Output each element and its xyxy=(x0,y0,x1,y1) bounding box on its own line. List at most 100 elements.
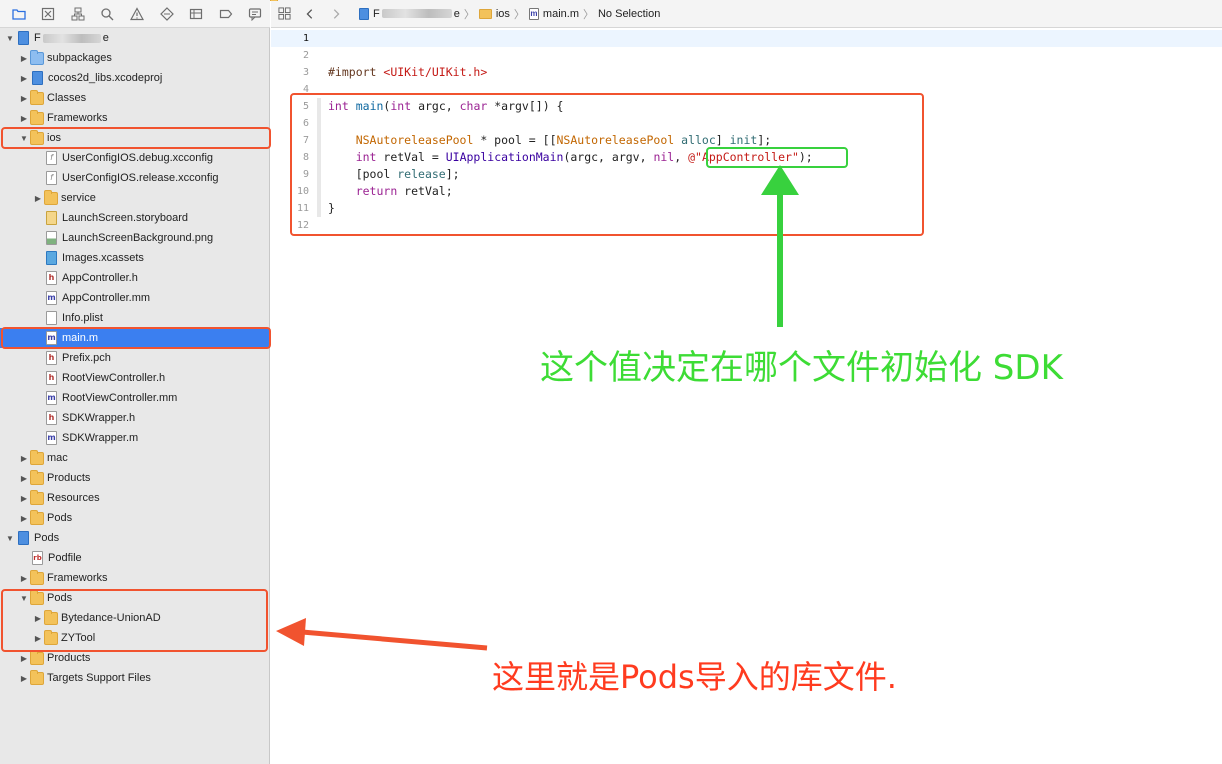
tree-row-label: Prefix.pch xyxy=(62,352,111,364)
code-line[interactable]: 2 xyxy=(271,47,1222,64)
disclosure-closed-icon[interactable]: ▶ xyxy=(20,453,28,463)
code-text: int main(int argc, char *argv[]) { xyxy=(328,99,564,113)
code-fold-ribbon[interactable] xyxy=(317,98,321,217)
jumpbar-selection[interactable]: No Selection xyxy=(597,7,661,20)
project-icon xyxy=(359,7,369,20)
folder-icon xyxy=(30,649,44,665)
tree-row-label: mac xyxy=(47,452,68,464)
diamond-icon[interactable] xyxy=(152,1,182,27)
code-line[interactable]: 12 xyxy=(271,217,1222,234)
tree-row[interactable]: ▶Frameworks xyxy=(0,568,270,588)
jumpbar-folder[interactable]: ios xyxy=(495,7,510,20)
tree-row[interactable]: ▶ZYTool xyxy=(0,628,270,648)
warning-icon[interactable] xyxy=(122,1,152,27)
disclosure-open-icon[interactable]: ▼ xyxy=(6,533,14,543)
chevron-right-icon: 〉 xyxy=(463,8,475,21)
disclosure-closed-icon[interactable]: ▶ xyxy=(20,653,28,663)
tree-row[interactable]: LaunchScreenBackground.png xyxy=(0,228,270,248)
tree-row[interactable]: ▶Bytedance-UnionAD xyxy=(0,608,270,628)
x-square-icon[interactable] xyxy=(34,1,64,27)
tree-row[interactable]: ▼ Pods xyxy=(0,528,270,548)
tree-row[interactable]: ▶service xyxy=(0,188,270,208)
disclosure-open-icon[interactable]: ▼ xyxy=(20,593,28,603)
related-items-icon[interactable] xyxy=(271,1,297,27)
search-icon[interactable] xyxy=(93,1,123,27)
tree-row[interactable]: Images.xcassets xyxy=(0,248,270,268)
tree-row-label: LaunchScreenBackground.png xyxy=(62,232,214,244)
tree-row[interactable]: ▶Pods xyxy=(0,508,270,528)
comment-icon[interactable] xyxy=(241,1,271,27)
disclosure-closed-icon[interactable]: ▶ xyxy=(20,513,28,523)
line-number: 8 xyxy=(302,152,309,163)
tree-row[interactable]: ▼Pods xyxy=(0,588,270,608)
code-line[interactable]: 1 xyxy=(271,30,1222,47)
tree-row[interactable]: ▶Classes xyxy=(0,88,270,108)
jumpbar-file[interactable]: main.m xyxy=(542,7,579,20)
tree-row[interactable]: ▼ios xyxy=(0,128,270,148)
disclosure-closed-icon[interactable]: ▶ xyxy=(20,113,28,123)
disclosure-closed-icon[interactable]: ▶ xyxy=(20,53,28,63)
source-file-icon: m xyxy=(46,391,57,405)
code-line[interactable]: 8 int retVal = UIApplicationMain(argc, a… xyxy=(271,149,1222,166)
disclosure-closed-icon[interactable]: ▶ xyxy=(20,73,28,83)
disclosure-spacer xyxy=(32,228,44,248)
label-icon[interactable] xyxy=(211,1,241,27)
code-line[interactable]: 10 return retVal; xyxy=(271,183,1222,200)
disclosure-spacer xyxy=(32,288,44,308)
code-line[interactable]: 9 [pool release]; xyxy=(271,166,1222,183)
disclosure-spacer xyxy=(32,248,44,268)
disclosure-closed-icon[interactable]: ▶ xyxy=(20,673,28,683)
code-line[interactable]: 6 xyxy=(271,115,1222,132)
folder-icon xyxy=(30,89,44,105)
forward-button[interactable] xyxy=(323,1,349,27)
tree-row[interactable]: ▶Frameworks xyxy=(0,108,270,128)
code-line[interactable]: 7 NSAutoreleasePool * pool = [[NSAutorel… xyxy=(271,132,1222,149)
hierarchy-icon[interactable] xyxy=(63,1,93,27)
folder-icon[interactable] xyxy=(4,1,34,27)
tree-row-label: Pods xyxy=(34,532,60,544)
tree-row[interactable]: ▶Products xyxy=(0,648,270,668)
tree-row[interactable]: ▶Resources xyxy=(0,488,270,508)
code-line[interactable]: 11} xyxy=(271,200,1222,217)
tree-row[interactable]: ▶Products xyxy=(0,468,270,488)
code-line[interactable]: 4 xyxy=(271,81,1222,98)
tree-row[interactable]: ▶subpackages xyxy=(0,48,270,68)
disclosure-closed-icon[interactable]: ▶ xyxy=(20,493,28,503)
disclosure-closed-icon[interactable]: ▶ xyxy=(20,93,28,103)
disclosure-closed-icon[interactable]: ▶ xyxy=(34,613,42,623)
back-button[interactable] xyxy=(297,1,323,27)
project-icon xyxy=(32,71,43,85)
folder-icon xyxy=(44,609,58,625)
disclosure-closed-icon[interactable]: ▶ xyxy=(34,193,42,203)
tree-row[interactable]: LaunchScreen.storyboard xyxy=(0,208,270,228)
jumpbar-project[interactable]: F eFe xyxy=(373,7,460,20)
tree-row[interactable]: ▶Targets Support Files xyxy=(0,668,270,688)
grid-icon[interactable] xyxy=(181,1,211,27)
tree-row[interactable]: ▶cocos2d_libs.xcodeproj xyxy=(0,68,270,88)
disclosure-open-icon[interactable]: ▼ xyxy=(20,133,28,143)
line-number: 12 xyxy=(296,220,309,231)
disclosure-open-icon[interactable]: ▼ xyxy=(6,33,14,43)
disclosure-closed-icon[interactable]: ▶ xyxy=(20,473,28,483)
code-line[interactable]: 3#import <UIKit/UIKit.h> xyxy=(271,64,1222,81)
code-text: int retVal = UIApplicationMain(argc, arg… xyxy=(355,150,813,164)
tree-row[interactable]: ▶ mac xyxy=(0,448,270,468)
disclosure-closed-icon[interactable]: ▶ xyxy=(20,573,28,583)
source-file-icon: m xyxy=(46,331,57,345)
tree-row[interactable]: Info.plist xyxy=(0,308,270,328)
disclosure-closed-icon[interactable]: ▶ xyxy=(34,633,42,643)
